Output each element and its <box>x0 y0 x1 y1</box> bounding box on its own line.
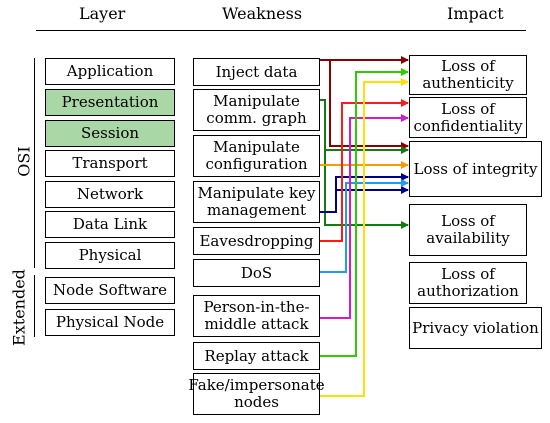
extended-bracket <box>34 275 35 337</box>
impact-header: Impact <box>447 4 504 23</box>
arrow-fake-to-authenticity <box>320 78 409 397</box>
arrow-eaves-to-confidentiality <box>320 99 409 242</box>
arrow-dos-to-availability <box>320 179 409 273</box>
osi-bracket <box>34 58 35 268</box>
layer-application: Application <box>45 58 175 85</box>
arrow-inject-to-integrity <box>320 59 409 150</box>
arrow-pitm-to-confidentiality <box>320 114 409 319</box>
arrow-key-to-integrity <box>320 173 409 213</box>
layer-data-link: Data Link <box>45 211 175 238</box>
layer-session: Session <box>45 120 175 147</box>
impact-loss-of-authorization: Loss of authorization <box>409 262 527 304</box>
layer-node-software: Node Software <box>45 277 175 304</box>
weakness-eavesdropping: Eavesdropping <box>193 227 320 255</box>
impact-loss-of-availability: Loss of availability <box>409 204 527 256</box>
header-rule <box>36 30 526 31</box>
weakness-manipulate-key-management: Manipulate key management <box>193 181 320 223</box>
layer-network: Network <box>45 181 175 208</box>
weakness-replay-attack: Replay attack <box>193 342 320 370</box>
impact-privacy-violation: Privacy violation <box>409 307 542 349</box>
impact-loss-of-authenticity: Loss of authenticity <box>409 55 527 95</box>
weakness-dos: DoS <box>193 259 320 287</box>
layer-header: Layer <box>79 4 126 23</box>
layer-physical: Physical <box>45 242 175 269</box>
arrow-replay-to-authenticity <box>320 68 409 357</box>
layer-transport: Transport <box>45 150 175 177</box>
impact-loss-of-confidentiality: Loss of confidentiality <box>409 97 527 138</box>
weakness-manipulate-configuration: Manipulate configuration <box>193 135 320 177</box>
impact-loss-of-integrity: Loss of integrity <box>409 141 542 197</box>
weakness-fake-impersonate-nodes: Fake/impersonate nodes <box>188 373 325 415</box>
arrow-commgraph-to-availability <box>320 99 409 229</box>
weakness-header: Weakness <box>222 4 303 23</box>
layer-physical-node: Physical Node <box>45 309 175 336</box>
layer-presentation: Presentation <box>45 89 175 116</box>
weakness-person-in-the-middle: Person-in-the-middle attack <box>193 295 320 337</box>
weakness-inject-data: Inject data <box>193 58 320 86</box>
weakness-manipulate-comm-graph: Manipulate comm. graph <box>193 89 320 131</box>
